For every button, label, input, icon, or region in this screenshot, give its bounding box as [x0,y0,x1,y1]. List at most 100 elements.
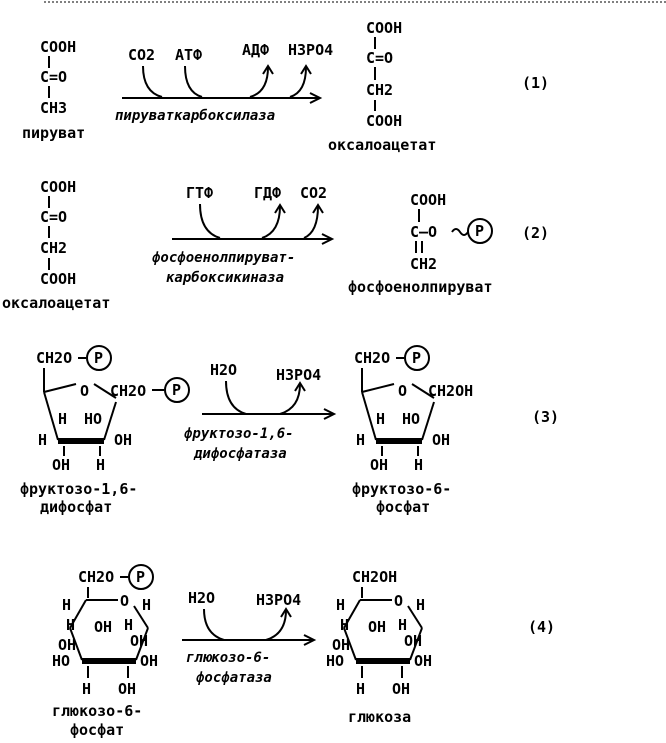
f16bp-ch2o-top: CH2O [36,349,72,367]
pyruvate-ch3: CH3 [40,99,67,117]
reaction-3-arrowhead [323,408,337,420]
phosphate-circle [128,564,154,590]
h2o-in-arc [225,380,247,415]
glucose-ch2oh: CH2OH [352,568,397,586]
reaction-4-number: (4) [528,618,555,636]
g6p-h-c1: H [124,616,133,634]
glucose-h-top-right: H [416,596,425,614]
f16bp-oh1: OH [114,431,132,449]
pyruvate: COOH C=O CH3 пируват [22,38,85,142]
ring-bond [343,627,357,661]
oxaloacetate-product: COOH C=O CH2 COOH оксалоацетат [328,19,436,154]
enzyme-pepck-line2: карбоксикиназа [166,270,284,286]
h3po4-out-arc [289,66,307,98]
ring-bond [343,599,361,629]
f16bp-oh2: OH [52,456,70,474]
ring-bond [43,391,59,441]
f6p-ch2o-top: CH2O [354,349,390,367]
f6p-p: P [412,349,421,367]
f6p-name-line2: фосфат [376,498,430,516]
enzyme-fbpase-line1: фруктозо-1,6- [184,426,294,442]
substrate-cooh-top: COOH [40,178,76,196]
ring-bond [409,627,423,661]
glucose-name: глюкоза [348,708,411,726]
f16bp-ho: HO [84,410,102,428]
co2-in-arc [142,65,163,98]
glucose: CH2OH O H H H OH H OH OH HO OH H OH глюк… [326,568,432,726]
enzyme-g6pase-line2: фосфатаза [196,670,272,686]
pep-name: фосфоенолпируват [348,278,493,296]
glucose-oh-bottom: OH [392,680,410,698]
ring-bond [43,383,77,393]
glucose-oh-c4: OH [368,618,386,636]
g6p-ho: HO [52,652,70,670]
f6p-oh1: OH [432,431,450,449]
glucose-h-c1: H [398,616,407,634]
f6p-oh2: OH [370,456,388,474]
gtp-label: ГТФ [186,184,213,202]
substrate-name: оксалоацетат [2,294,110,312]
oxaloacetate-ch2: CH2 [366,81,393,99]
glucose-oh-c2: OH [414,652,432,670]
f16bp-ch2o-right: CH2O [110,382,146,400]
g6p-oh-c4: OH [94,618,112,636]
oxaloacetate-co: C=O [366,49,393,67]
h2o-label: H2O [210,361,237,379]
ring-bond [93,383,117,399]
h2o-label-4: H2O [188,589,215,607]
f16bp-name-line2: дифосфат [40,498,112,516]
reaction-1-number: (1) [522,74,549,92]
g6p-ring-o: O [120,592,129,610]
glucose-h-bottom: H [356,680,365,698]
gdp-label: ГДФ [254,184,281,202]
f16bp-h3: H [96,456,105,474]
enzyme-fbpase-line2: дифосфатаза [193,446,287,462]
ring-bond [69,599,87,629]
enzyme-pepck-line1: фосфоенолпируват- [152,250,295,266]
glucose-6-phosphate: CH2O P O H H H OH H OH OH HO OH H OH гл [52,564,158,739]
h3po4-out-arc [279,383,301,415]
f6p-h3: H [414,456,423,474]
fructose-6-phosphate: CH2O P O CH2OH H HO H OH OH H фруктозо-6… [352,345,473,516]
co2-label-2: CO2 [300,184,327,202]
h3po4-out-arrowhead [294,381,306,392]
g6p-h-bottom: H [82,680,91,698]
co2-label: CO2 [128,46,155,64]
reaction-2-number: (2) [522,224,549,242]
wavy-bond [451,228,469,236]
adp-out-arc [249,66,269,98]
adp-label: АДФ [242,41,269,59]
g6p-name-line1: глюкозо-6- [52,702,142,720]
h3po4-out-arc [265,609,287,641]
atp-label: АТФ [175,46,202,64]
g6p-oh-c3: OH [58,636,76,654]
pep-co: C–O [410,223,437,241]
ring-bond [361,383,395,393]
g6p-h-top-left: H [62,596,71,614]
glucose-h-c4: H [340,616,349,634]
gdp-out-arc [261,205,281,239]
h3po4-label-3: H3PO4 [276,366,321,384]
f16bp-p-top: P [94,349,103,367]
phosphoenolpyruvate-product: COOH C–O P CH2 фосфоенолпируват [348,191,493,296]
enzyme-g6pase-line1: глюкозо-6- [186,650,270,666]
pep-cooh: COOH [410,191,446,209]
oxaloacetate-substrate: COOH C=O CH2 COOH оксалоацетат [2,178,110,312]
oxaloacetate-cooh-bottom: COOH [366,112,402,130]
h3po4-out-arrowhead [280,607,292,618]
f16bp-ring-o: O [80,382,89,400]
ring-bond [421,401,435,441]
glucose-ho: HO [326,652,344,670]
reaction-3: CH2O P O CH2O P H HO H OH OH H фруктозо-… [20,345,559,516]
reaction-1-arrowhead [309,92,323,104]
reaction-2-arrowhead [321,233,335,245]
f6p-name-line1: фруктозо-6- [352,480,451,498]
ring-bond [69,627,83,661]
ring-bond [103,401,117,441]
phosphate-circle-top [86,345,112,371]
substrate-cooh-bottom: COOH [40,270,76,288]
oxaloacetate-cooh-top: COOH [366,19,402,37]
atp-in-arc [184,65,203,98]
glucose-ring-o: O [394,592,403,610]
